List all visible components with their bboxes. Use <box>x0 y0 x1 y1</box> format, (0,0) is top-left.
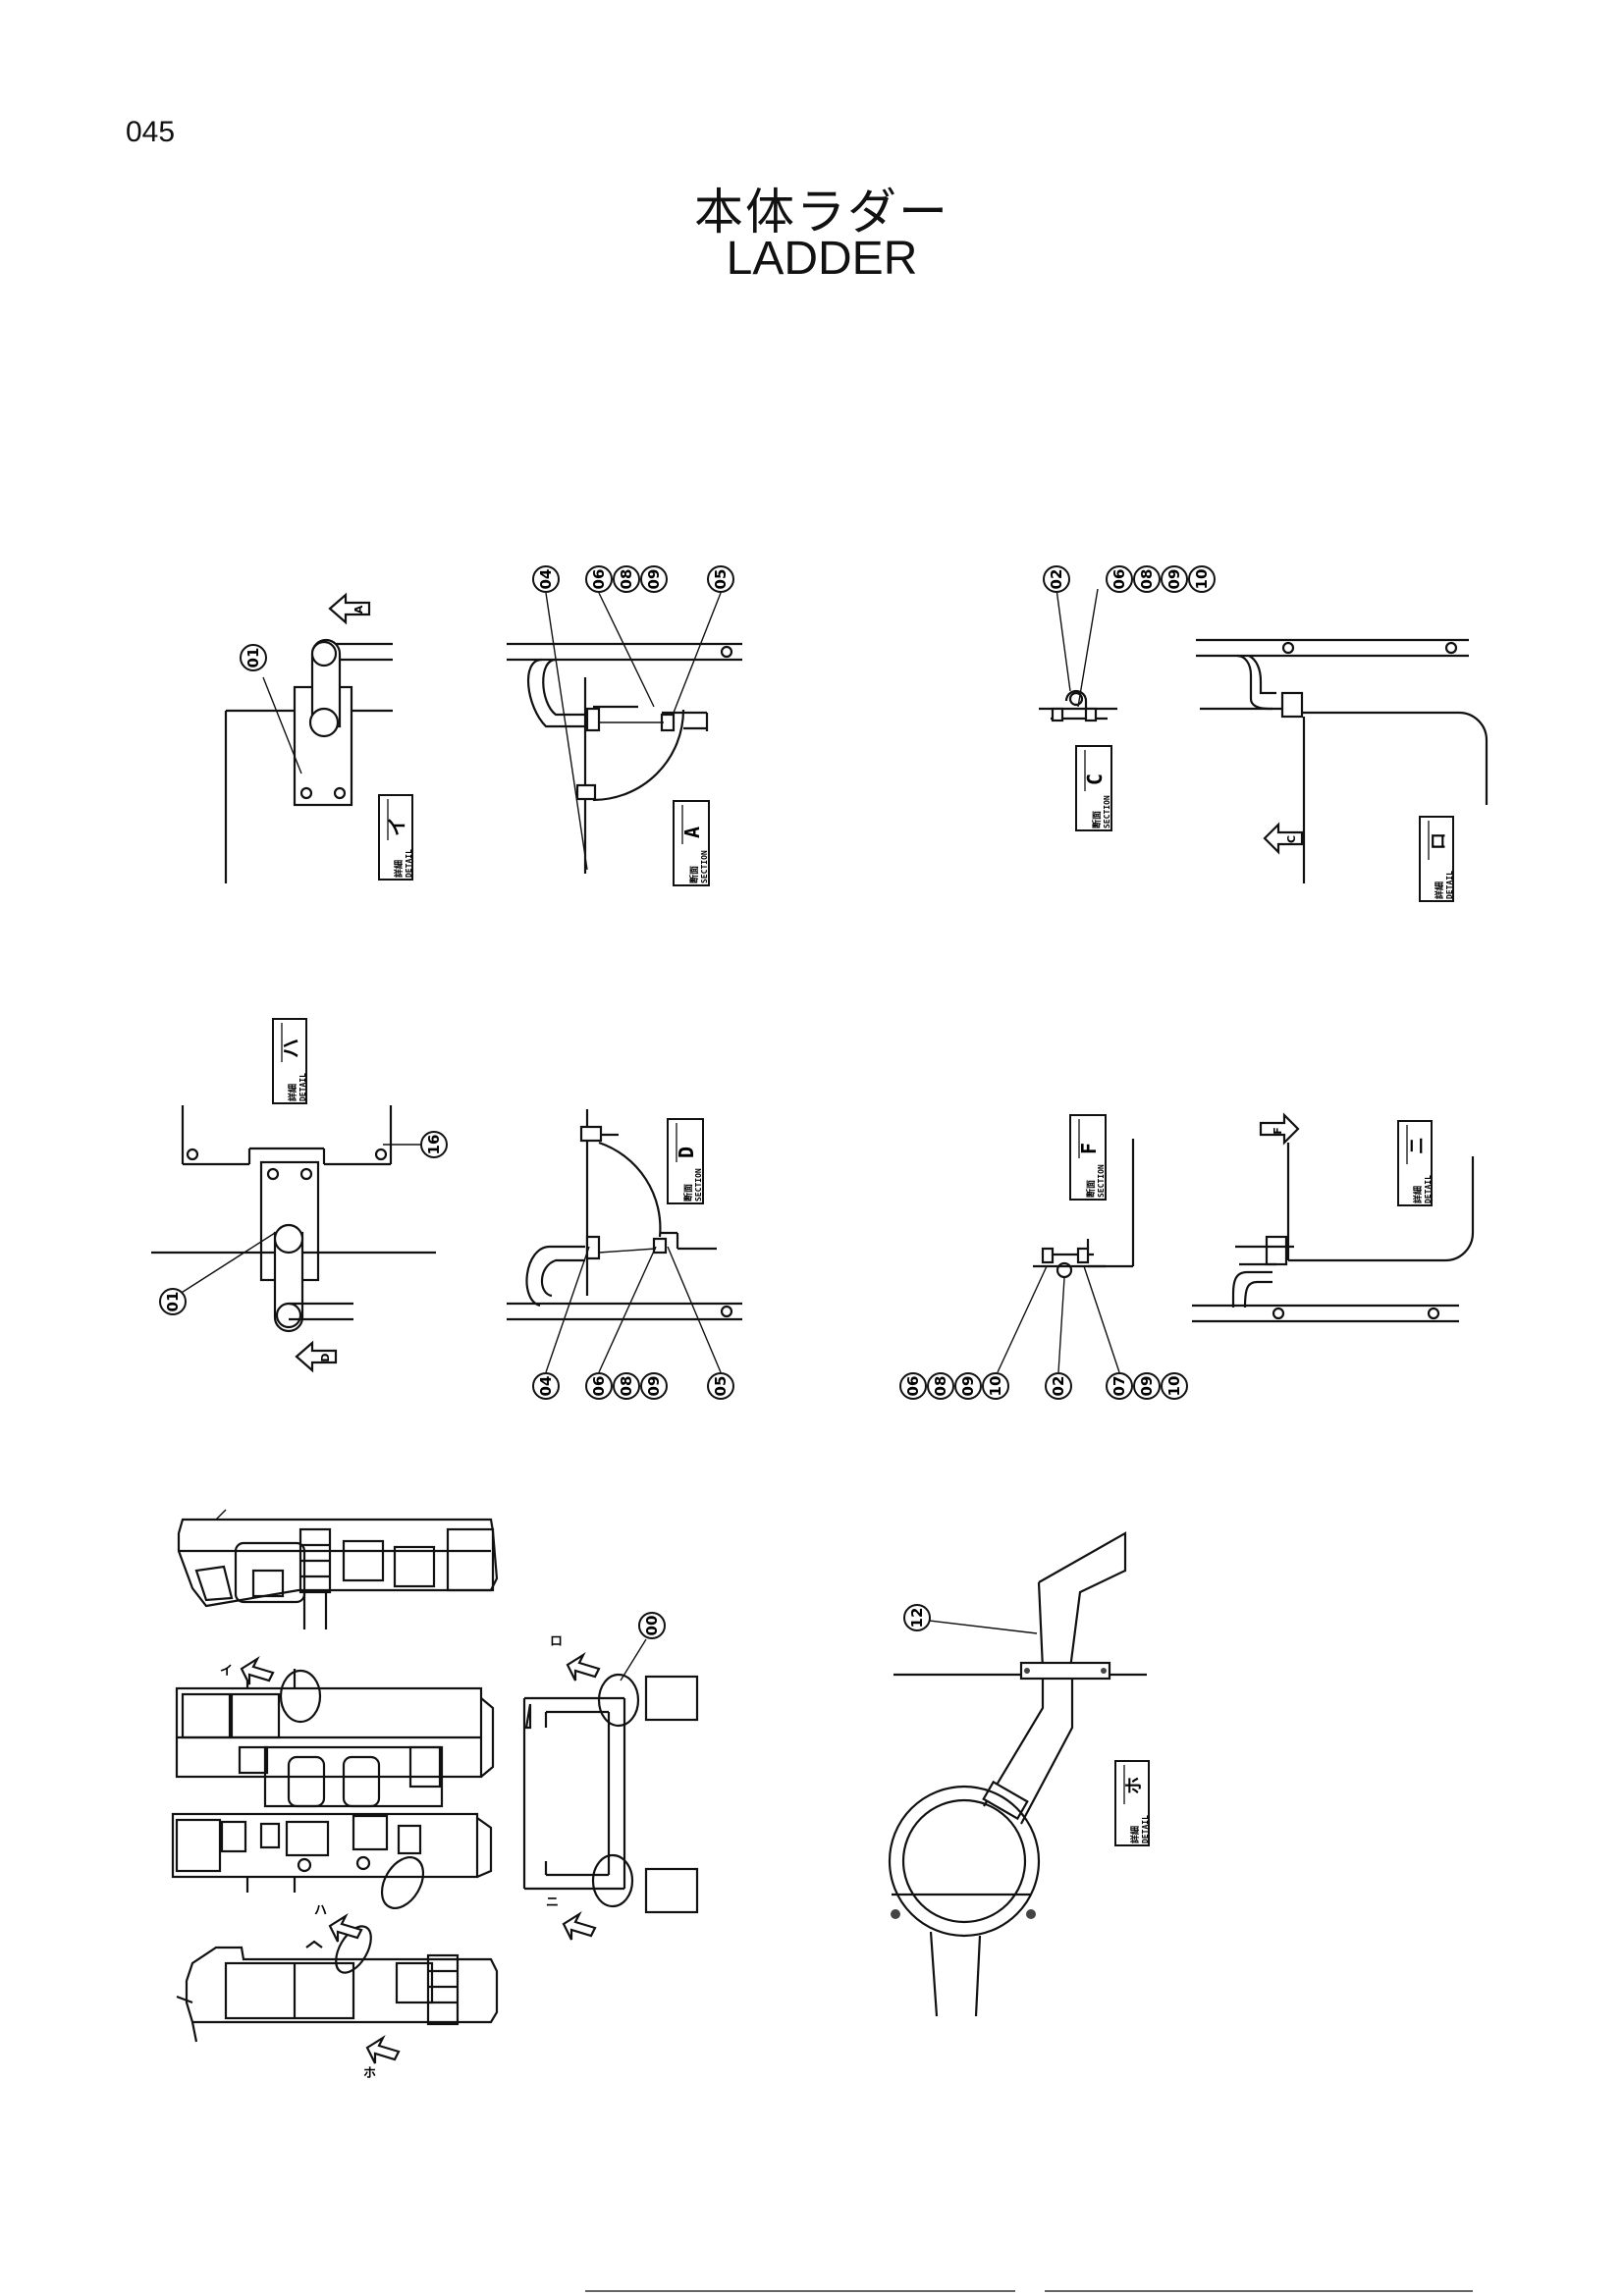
section-a-letter: A <box>680 827 704 838</box>
page-title-japanese: 本体ラダー <box>694 184 949 240</box>
section-f-jp: 断面 <box>1085 1180 1097 1198</box>
callout-group-v6: 06 08 09 10 02 07 09 10 <box>899 1372 1188 1400</box>
callout-label: 00 <box>643 1616 661 1636</box>
callout-label: 07 <box>1110 1376 1128 1397</box>
detail-ni-jp: 詳細 <box>1412 1186 1424 1203</box>
section-d-word: SECTION <box>694 1168 703 1201</box>
machine-overview: イ ハ ホ ロ ニ <box>171 1509 699 2081</box>
view-arrow-c: C <box>1263 822 1304 855</box>
section-a-label: A 断面 SECTION <box>673 800 710 886</box>
callout-label: 06 <box>590 569 608 590</box>
section-c-label: C 断面 SECTION <box>1075 745 1112 831</box>
detail-ro-letter: ロ <box>1429 832 1449 850</box>
callout-group-v4: 16 01 <box>159 1131 448 1315</box>
callout-group-v8: 12 <box>903 1604 931 1631</box>
section-c-jp: 断面 <box>1091 811 1103 828</box>
callout-label: 04 <box>537 1376 555 1397</box>
detail-ha-jp: 詳細 <box>287 1084 298 1101</box>
section-f-letter: F <box>1077 1143 1101 1154</box>
marker-ro: ロ <box>550 1634 563 1649</box>
callout-group-v5: 04 06 08 09 05 <box>532 1372 734 1400</box>
callout-label: 09 <box>645 1376 663 1397</box>
detail-ni-word: DETAIL <box>1424 1175 1433 1203</box>
marker-ha: ハ <box>314 1903 327 1918</box>
callout-label: 01 <box>164 1292 182 1312</box>
detail-ni-view: ニ 詳細 DETAIL <box>1192 1120 1475 1323</box>
section-c-word: SECTION <box>1103 795 1111 828</box>
section-f-label: F 断面 SECTION <box>1069 1114 1107 1201</box>
callout-label: 09 <box>1138 1376 1156 1397</box>
view-arrow-a-letter: A <box>352 605 365 614</box>
detail-ro-view: ロ 詳細 DETAIL <box>1196 638 1489 902</box>
callout-label: 05 <box>712 569 730 590</box>
detail-ho-view: ホ 詳細 DETAIL <box>888 1531 1150 2017</box>
detail-ro-jp: 詳細 <box>1434 881 1445 899</box>
detail-i-jp: 詳細 <box>393 860 405 878</box>
detail-ho-label: ホ 詳細 DETAIL <box>1114 1760 1150 1846</box>
callout-label: 06 <box>590 1376 608 1397</box>
view-arrow-f: F <box>1259 1112 1300 1146</box>
callout-label: 04 <box>537 569 555 590</box>
section-a-view: A 断面 SECTION <box>507 592 742 886</box>
detail-ha-label: ハ 詳細 DETAIL <box>272 1018 307 1104</box>
callout-label: 08 <box>932 1376 949 1397</box>
section-a-jp: 断面 <box>688 866 700 883</box>
section-d-view: D 断面 SECTION <box>507 1109 742 1373</box>
callout-group-v3: 02 06 08 09 10 <box>1043 565 1216 593</box>
callout-label: 09 <box>1165 569 1183 590</box>
detail-ni-letter: ニ <box>1407 1137 1428 1154</box>
callout-label: 10 <box>987 1376 1004 1397</box>
section-d-jp: 断面 <box>682 1184 694 1201</box>
section-c-letter: C <box>1083 774 1107 785</box>
marker-i: イ <box>220 1664 233 1679</box>
section-d-label: D 断面 SECTION <box>667 1118 704 1204</box>
callout-label: 09 <box>645 569 663 590</box>
callout-label: 01 <box>244 648 262 668</box>
page-title-english: LADDER <box>726 233 918 285</box>
detail-ro-label: ロ 詳細 DETAIL <box>1419 816 1454 902</box>
callout-label: 08 <box>618 1376 635 1397</box>
detail-i-word: DETAIL <box>405 849 413 878</box>
callout-label: 16 <box>425 1135 443 1155</box>
callout-label: 02 <box>1050 1376 1067 1397</box>
section-d-letter: D <box>675 1147 698 1158</box>
detail-i-letter: イ <box>385 817 408 836</box>
view-arrow-c-letter: C <box>1285 835 1298 843</box>
callout-label: 12 <box>908 1608 926 1629</box>
section-f-word: SECTION <box>1097 1164 1106 1198</box>
callout-label: 05 <box>712 1376 730 1397</box>
callout-label: 06 <box>904 1376 922 1397</box>
section-f-view: F 断面 SECTION <box>997 1114 1135 1373</box>
detail-i-label: イ 詳細 DETAIL <box>378 794 413 881</box>
callout-group-v7: 00 <box>638 1612 666 1639</box>
detail-ha-view: ハ 詳細 DETAIL <box>151 1018 436 1333</box>
callout-group-v1: 01 <box>240 644 267 671</box>
callout-group-v2: 04 06 08 09 05 <box>532 565 734 593</box>
detail-ha-word: DETAIL <box>298 1073 307 1101</box>
view-arrow-f-letter: F <box>1272 1127 1284 1135</box>
detail-ho-letter: ホ <box>1124 1777 1145 1794</box>
callout-label: 08 <box>618 569 635 590</box>
marker-ni: ニ <box>546 1896 559 1910</box>
detail-i-view: イ 詳細 DETAIL <box>224 638 413 883</box>
view-arrow-a: A <box>328 592 371 625</box>
callout-label: 06 <box>1110 569 1128 590</box>
page-number: 045 <box>126 116 176 148</box>
callout-label: 02 <box>1048 569 1065 590</box>
detail-ni-label: ニ 詳細 DETAIL <box>1397 1120 1433 1206</box>
detail-ha-letter: ハ <box>279 1039 302 1058</box>
view-arrow-d-letter: D <box>319 1353 332 1362</box>
callout-label: 10 <box>1193 569 1211 590</box>
detail-ho-word: DETAIL <box>1141 1815 1150 1843</box>
callout-label: 09 <box>959 1376 977 1397</box>
section-a-word: SECTION <box>700 850 709 883</box>
section-c-view: C 断面 SECTION <box>1039 588 1117 831</box>
marker-ho: ホ <box>363 2066 376 2081</box>
view-arrow-d: D <box>295 1340 338 1373</box>
callout-label: 10 <box>1165 1376 1183 1397</box>
callout-label: 08 <box>1138 569 1156 590</box>
detail-ro-word: DETAIL <box>1445 871 1454 899</box>
detail-ho-jp: 詳細 <box>1129 1826 1141 1843</box>
